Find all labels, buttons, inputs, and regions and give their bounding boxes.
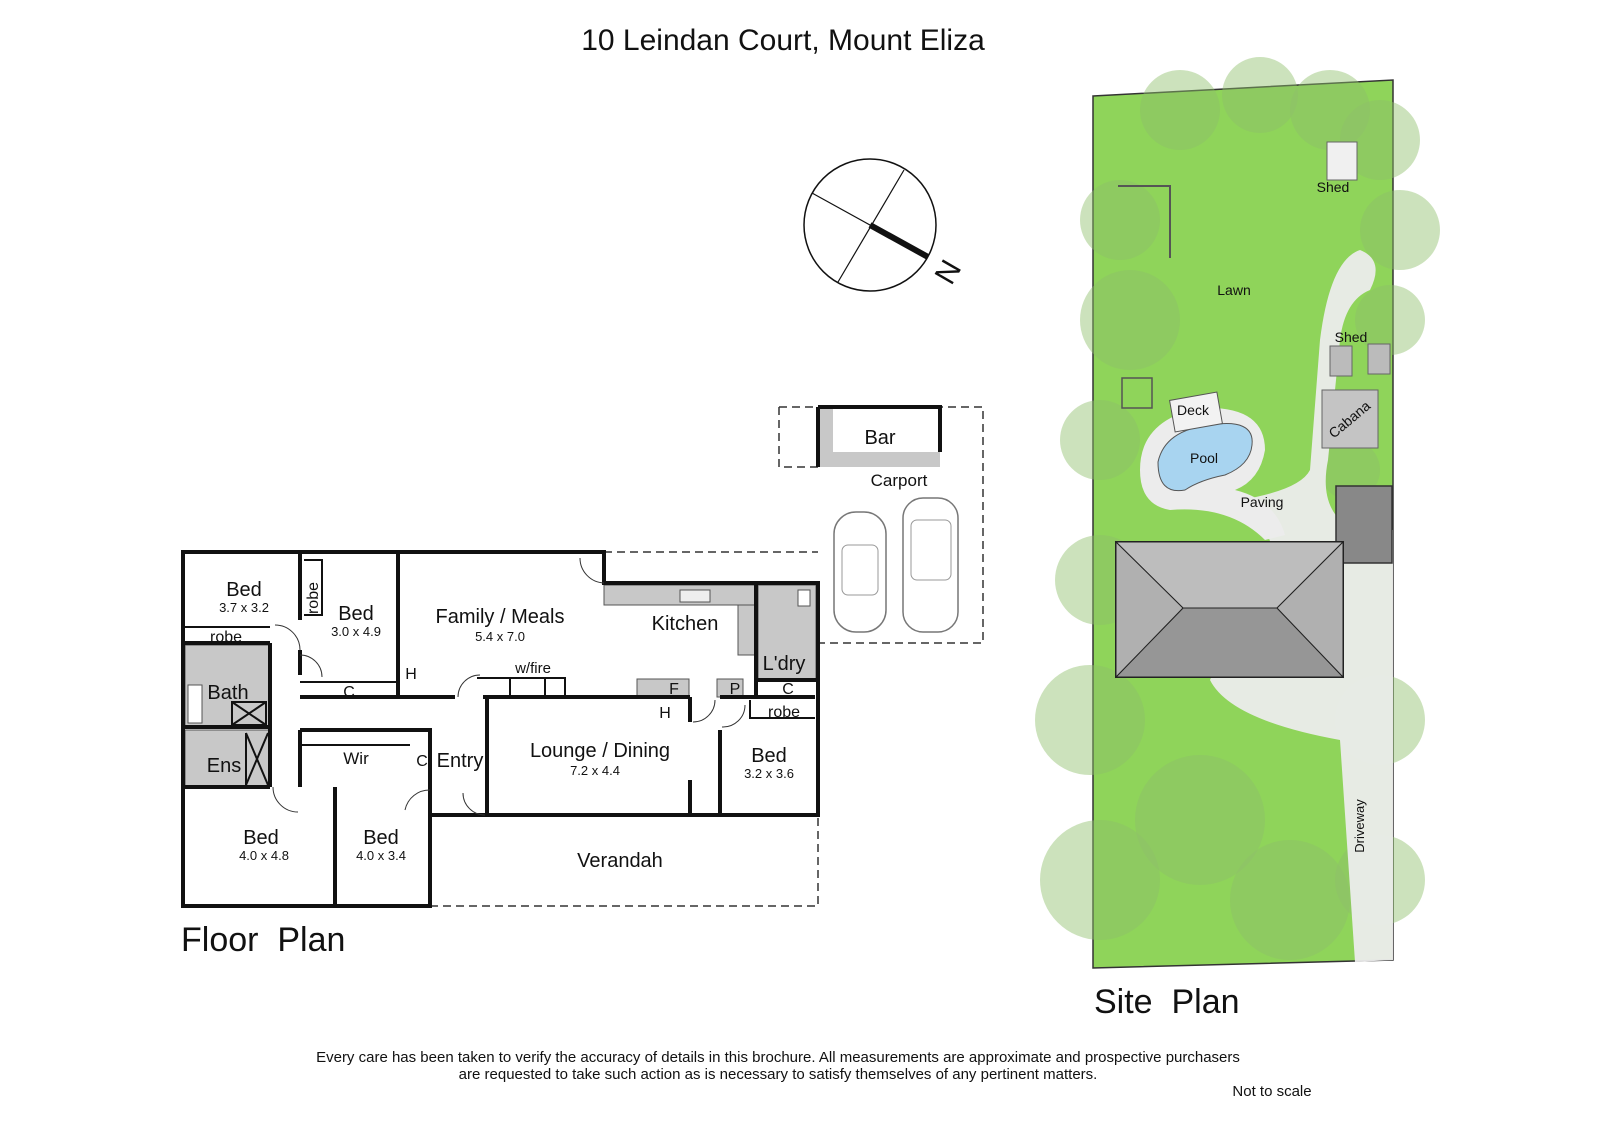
room-label: Lounge / Dining xyxy=(530,740,670,762)
room-label: Bed xyxy=(226,579,262,601)
site-plan-heading: Site Plan xyxy=(1094,983,1240,1021)
garage-roof xyxy=(1335,485,1393,564)
room-label: Family / Meals xyxy=(436,606,565,628)
room-label: robe xyxy=(305,582,322,614)
pantry-marker: P xyxy=(730,681,741,698)
robe-closet xyxy=(304,559,323,616)
room-label: Ens xyxy=(207,755,241,777)
room-size: 4.0 x 3.4 xyxy=(356,848,406,863)
page-title: 10 Leindan Court, Mount Eliza xyxy=(581,24,985,57)
room-label: robe xyxy=(210,629,242,646)
house-roof xyxy=(1114,540,1345,679)
bar-walls xyxy=(816,405,942,467)
room-label: Kitchen xyxy=(652,613,719,635)
room-label: Bed xyxy=(363,827,399,849)
north-label: N xyxy=(929,255,968,290)
north-needle-icon xyxy=(868,222,930,260)
room-label: Entry xyxy=(437,750,484,772)
fence-line xyxy=(1118,185,1171,258)
closet-marker: C xyxy=(416,753,428,770)
heater-marker: H xyxy=(405,666,417,683)
site-label: Driveway xyxy=(1352,799,1367,853)
compass-circle xyxy=(803,158,937,292)
interior-walls xyxy=(183,552,818,906)
disclaimer-line: Every care has been taken to verify the … xyxy=(316,1049,1240,1066)
shed-building xyxy=(1326,141,1358,181)
room-size: 7.2 x 4.4 xyxy=(570,763,620,778)
site-label: Paving xyxy=(1241,494,1284,510)
car-icon xyxy=(902,497,959,633)
fridge-space xyxy=(636,678,690,698)
room-label: robe xyxy=(768,704,800,721)
room-size: 3.7 x 3.2 xyxy=(219,600,269,615)
disclaimer-line: are requested to take such action as is … xyxy=(459,1066,1098,1083)
room-label: Bed xyxy=(751,745,787,767)
site-label: Shed xyxy=(1317,179,1350,195)
heater-marker: H xyxy=(659,705,671,722)
room-label: Bed xyxy=(243,827,279,849)
sink-icon xyxy=(679,589,711,603)
room-label: Bath xyxy=(207,682,248,704)
bar-bench xyxy=(818,407,940,467)
kitchen-cooktop xyxy=(737,604,757,656)
room-label: L'dry xyxy=(763,653,806,675)
shed-building xyxy=(1329,345,1353,377)
exterior-walls xyxy=(181,550,820,908)
room-label: Wir xyxy=(343,749,369,768)
joinery-lines xyxy=(185,626,815,746)
deck xyxy=(1169,391,1223,433)
closet-marker: C xyxy=(343,684,355,701)
room-label: w/fire xyxy=(514,660,551,677)
room-label: Bar xyxy=(864,427,895,449)
car-icon xyxy=(833,511,887,633)
site-label: Deck xyxy=(1177,402,1210,418)
room-size: 5.4 x 7.0 xyxy=(475,629,525,644)
garden-bed xyxy=(1121,377,1153,409)
fridge-marker: F xyxy=(669,681,679,698)
room-size: 3.0 x 4.9 xyxy=(331,624,381,639)
floor-plan-heading: Floor Plan xyxy=(181,921,345,959)
site-label: Shed xyxy=(1335,329,1368,345)
site-label: Lawn xyxy=(1217,282,1250,298)
dashed-outlines xyxy=(430,406,984,907)
toilet-icon xyxy=(797,589,811,607)
door-swings xyxy=(272,557,746,816)
room-size: 3.2 x 3.6 xyxy=(744,766,794,781)
floor-plan: Bed 3.7 x 3.2 robe robe Bed 3.0 x 4.9 Fa… xyxy=(181,405,984,959)
room-label: Carport xyxy=(871,471,928,490)
room-size: 4.0 x 4.8 xyxy=(239,848,289,863)
compass: N xyxy=(803,158,968,292)
room-label: Verandah xyxy=(577,850,663,872)
closet-marker: C xyxy=(782,681,794,698)
site-plan: Shed Shed Lawn Deck Pool Cabana Paving D… xyxy=(1035,57,1440,1021)
shed-building xyxy=(1367,343,1391,375)
scale-note: Not to scale xyxy=(1232,1083,1311,1100)
room-label: Bed xyxy=(338,603,374,625)
cabana-building xyxy=(1321,389,1379,449)
shower-icon xyxy=(231,701,269,786)
bathtub-icon xyxy=(187,684,203,724)
site-label: Pool xyxy=(1190,450,1218,466)
